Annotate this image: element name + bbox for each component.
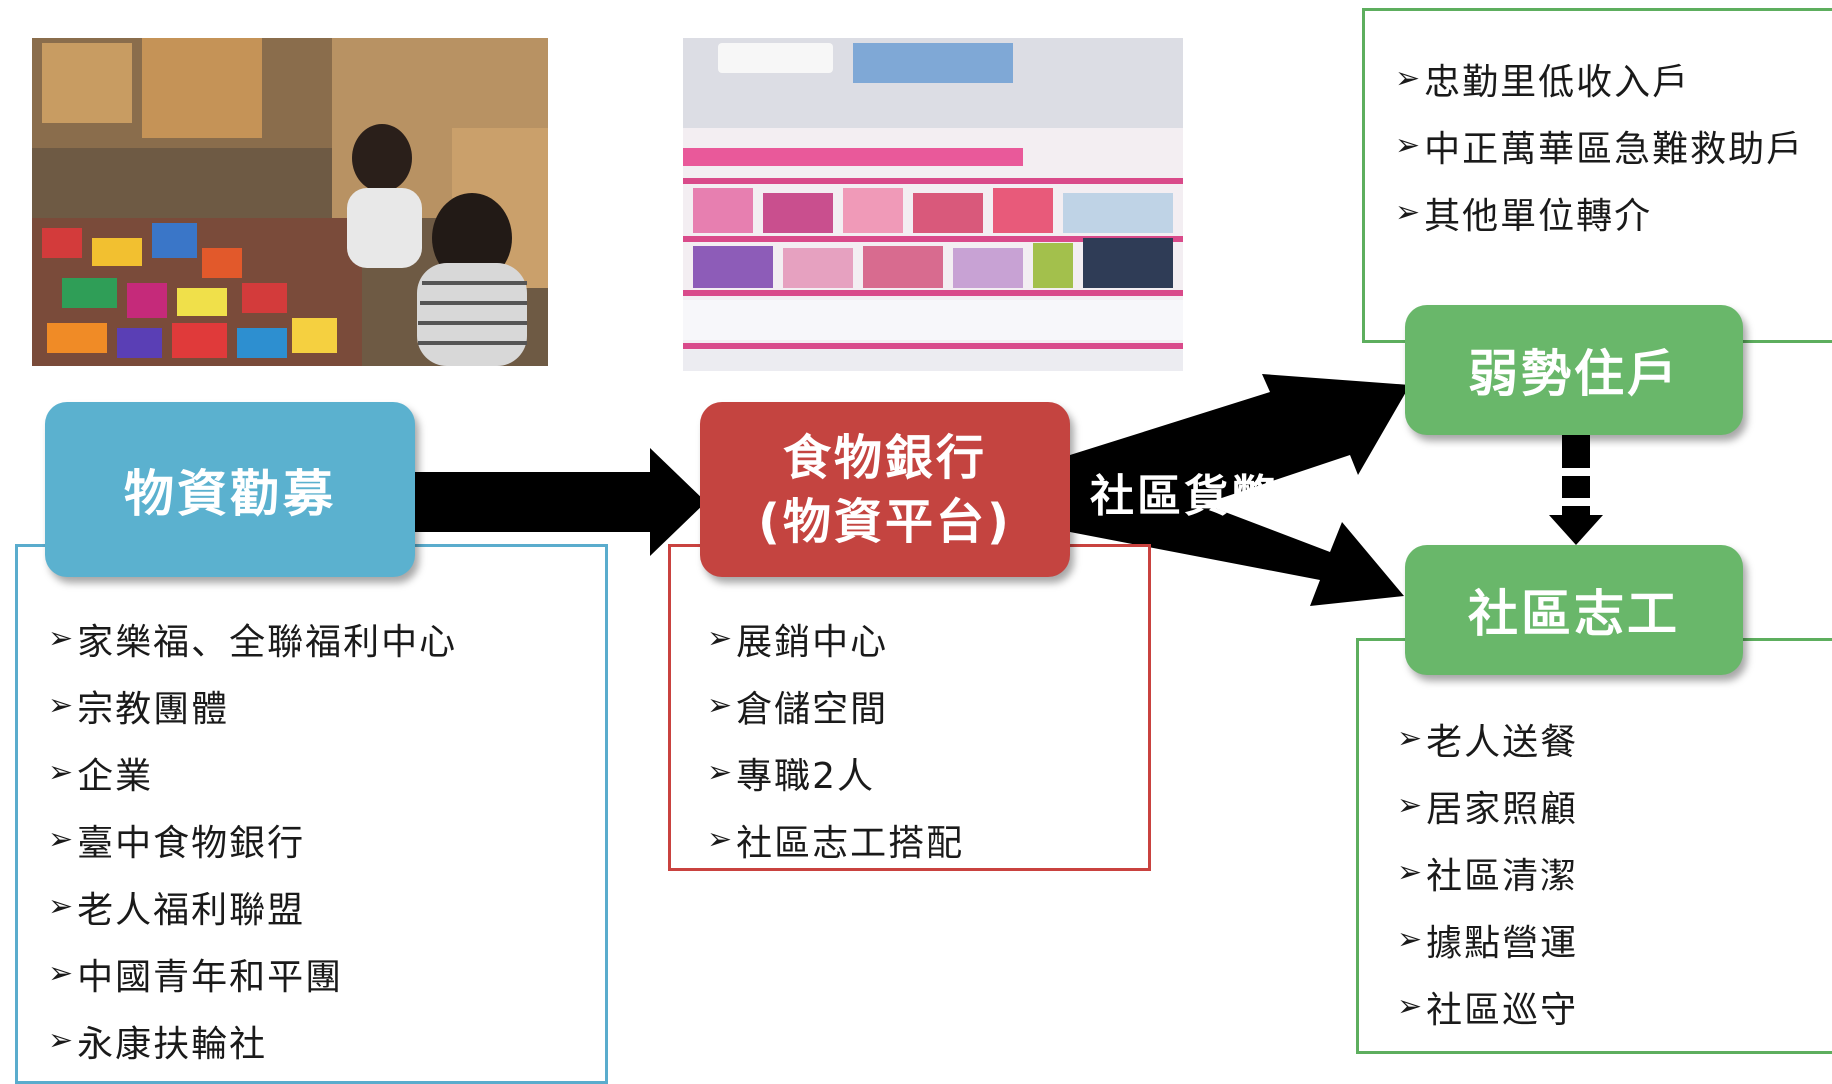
arrow-currency-to-volunteers: [1070, 472, 1404, 606]
photo-volunteers-sorting: [32, 38, 548, 366]
bullet-arrow-icon: ➢: [1395, 195, 1423, 230]
list-item: ➢其他單位轉介: [1395, 195, 1653, 237]
list-item: ➢忠勤里低收入戶: [1395, 61, 1691, 103]
food-bank-title: 食物銀行: [782, 429, 987, 486]
bullet-arrow-icon: ➢: [1397, 989, 1425, 1024]
list-item: ➢老人福利聯盟: [48, 889, 306, 931]
list-item: ➢永康扶輪社: [48, 1023, 268, 1065]
list-item: ➢倉儲空間: [707, 688, 889, 730]
volunteers-title: 社區志工: [1468, 585, 1680, 643]
bullet-arrow-icon: ➢: [707, 822, 735, 857]
bullet-arrow-icon: ➢: [1397, 788, 1425, 823]
list-item: ➢專職2人: [707, 755, 876, 797]
bullet-arrow-icon: ➢: [48, 1023, 76, 1058]
bullet-arrow-icon: ➢: [48, 688, 76, 723]
donation-title: 物資勸募: [124, 464, 336, 523]
list-item: ➢宗教團體: [48, 688, 230, 730]
list-item: ➢展銷中心: [707, 621, 889, 663]
list-item: ➢臺中食物銀行: [48, 822, 306, 864]
photo-food-bank-shelves: [683, 38, 1183, 371]
bullet-arrow-icon: ➢: [707, 621, 735, 656]
dash-gap-2: [1558, 498, 1594, 506]
list-item: ➢據點營運: [1397, 922, 1579, 964]
volunteer-tasks-box: ➢老人送餐 ➢居家照顧 ➢社區清潔 ➢據點營運 ➢社區巡守: [1356, 638, 1832, 1054]
donation-sources-list: ➢家樂福、全聯福利中心 ➢宗教團體 ➢企業 ➢臺中食物銀行 ➢老人福利聯盟 ➢中…: [48, 605, 605, 1074]
list-item: ➢社區巡守: [1397, 989, 1579, 1031]
households-list: ➢忠勤里低收入戶 ➢中正萬華區急難救助戶 ➢其他單位轉介: [1395, 45, 1832, 246]
bullet-arrow-icon: ➢: [48, 621, 76, 656]
donation-sources-box: ➢家樂福、全聯福利中心 ➢宗教團體 ➢企業 ➢臺中食物銀行 ➢老人福利聯盟 ➢中…: [15, 544, 608, 1084]
bullet-arrow-icon: ➢: [1397, 721, 1425, 756]
donation-node: 物資勸募: [45, 402, 415, 577]
households-box: ➢忠勤里低收入戶 ➢中正萬華區急難救助戶 ➢其他單位轉介: [1362, 8, 1832, 343]
list-item: ➢中正萬華區急難救助戶: [1395, 128, 1805, 170]
households-node: 弱勢住戶: [1405, 305, 1743, 435]
arrow-donation-to-foodbank: [410, 448, 706, 556]
dash-gap-1: [1558, 468, 1594, 476]
list-item: ➢企業: [48, 755, 154, 797]
food-bank-features-list: ➢展銷中心 ➢倉儲空間 ➢專職2人 ➢社區志工搭配: [707, 605, 1148, 873]
bullet-arrow-icon: ➢: [707, 688, 735, 723]
bullet-arrow-icon: ➢: [48, 889, 76, 924]
food-bank-node: 食物銀行 (物資平台): [700, 402, 1070, 577]
food-bank-features-box: ➢展銷中心 ➢倉儲空間 ➢專職2人 ➢社區志工搭配: [668, 544, 1151, 871]
list-item: ➢中國青年和平團: [48, 956, 344, 998]
community-currency-label: 社區貨幣: [1090, 471, 1278, 522]
bullet-arrow-icon: ➢: [707, 755, 735, 790]
food-bank-subtitle: (物資平台): [758, 493, 1012, 550]
bullet-arrow-icon: ➢: [1395, 128, 1423, 163]
arrow-households-to-volunteers: [1549, 435, 1603, 545]
volunteers-node: 社區志工: [1405, 545, 1743, 675]
bullet-arrow-icon: ➢: [1397, 855, 1425, 890]
list-item: ➢老人送餐: [1397, 721, 1579, 763]
households-title: 弱勢住戶: [1468, 345, 1680, 403]
bullet-arrow-icon: ➢: [48, 755, 76, 790]
bullet-arrow-icon: ➢: [48, 956, 76, 991]
bullet-arrow-icon: ➢: [48, 822, 76, 857]
list-item: ➢家樂福、全聯福利中心: [48, 621, 458, 663]
list-item: ➢社區志工搭配: [707, 822, 965, 864]
list-item: ➢居家照顧: [1397, 788, 1579, 830]
bullet-arrow-icon: ➢: [1397, 922, 1425, 957]
list-item: ➢社區清潔: [1397, 855, 1579, 897]
volunteer-tasks-list: ➢老人送餐 ➢居家照顧 ➢社區清潔 ➢據點營運 ➢社區巡守: [1397, 705, 1832, 1040]
bullet-arrow-icon: ➢: [1395, 61, 1423, 96]
